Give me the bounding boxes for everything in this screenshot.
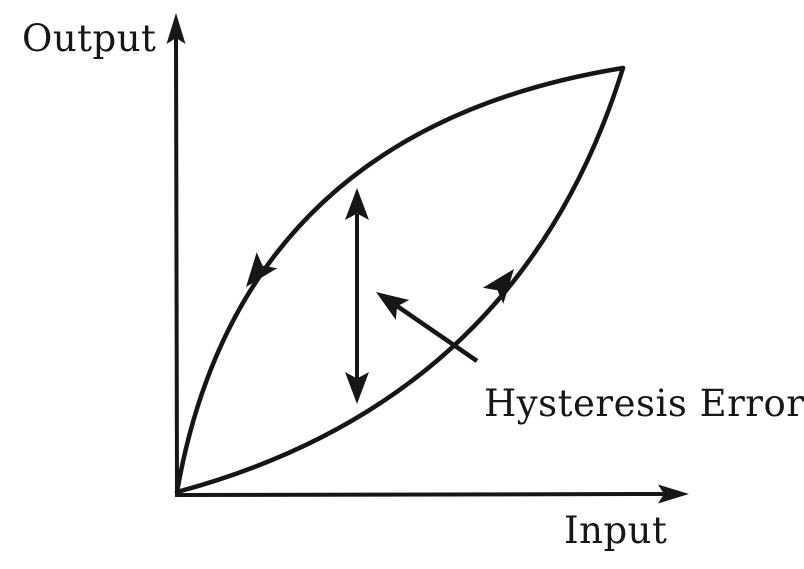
x-axis-label: Input (564, 509, 668, 552)
y-axis-label: Output (22, 17, 157, 60)
lower-curve-loading (174, 65, 626, 495)
error-span-arrowhead-down-icon (345, 372, 369, 404)
annotation-pointer-shaft (395, 304, 479, 363)
y-axis-line (173, 35, 180, 498)
x-axis-arrowhead-icon (658, 484, 689, 504)
upper-curve-unloading (174, 65, 626, 495)
upper-curve-arrowhead-icon (246, 252, 278, 287)
y-axis-arrowhead-icon (166, 13, 186, 44)
annotation-pointer-arrowhead-icon (376, 292, 410, 320)
hysteresis-error-label: Hysteresis Error (484, 382, 804, 425)
lower-curve-arrowhead-icon (482, 269, 514, 304)
x-axis-line (174, 491, 668, 498)
error-span-arrowhead-up-icon (345, 188, 369, 220)
